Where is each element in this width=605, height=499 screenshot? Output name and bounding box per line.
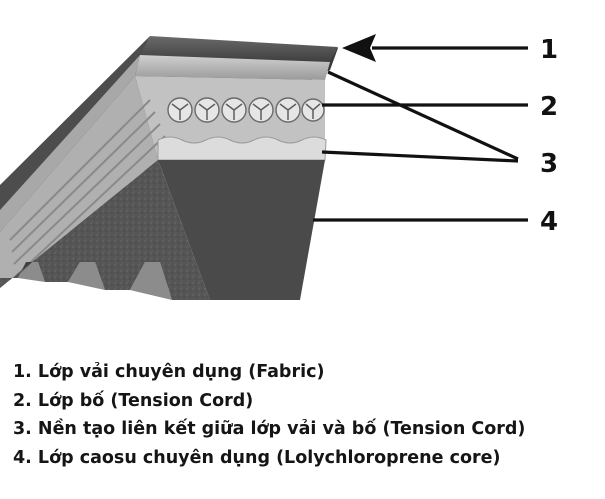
legend-item-tension-cord: 2. Lớp bố (Tension Cord) [13,390,254,411]
fabric-top-layer [140,36,338,62]
legend-item-binding-layer: 3. Nền tạo liên kết giữa lớp vải và bố (… [13,419,526,439]
legend-item-rubber-core: 4. Lớp caosu chuyên dụng (Lolychloropren… [13,447,501,468]
fabric-band-side [0,55,140,232]
callout-number-1: 1 [540,35,558,65]
rubber-core-side [0,160,210,300]
fabric-top-side [0,36,150,210]
arrow-head-1 [342,34,376,62]
binding-layer [157,136,327,161]
cord-strands [171,103,321,120]
cord-layer-side [0,76,158,288]
cord-side-streaks [9,99,166,277]
callout-number-2: 2 [540,92,558,122]
legend-item-fabric: 1. Lớp vải chuyên dụng (Fabric) [13,362,325,382]
rubber-core-front [158,160,325,300]
leader-lines [313,46,528,222]
callout-number-4: 4 [540,207,558,237]
legend-list: 1. Lớp vải chuyên dụng (Fabric) 2. Lớp b… [13,358,525,472]
callout-number-3: 3 [540,149,558,179]
fabric-band [135,55,330,80]
v-belt-cross-section-diagram: 1 2 3 4 [0,34,558,300]
core-cog-teeth [18,262,172,300]
